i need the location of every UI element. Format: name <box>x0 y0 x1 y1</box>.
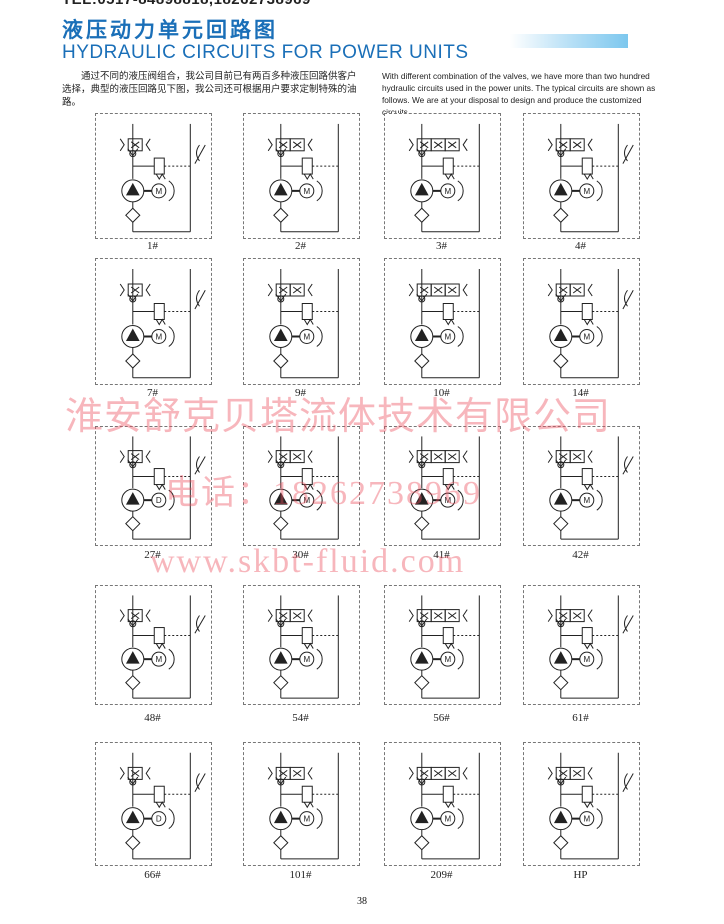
hydraulic-schematic: M <box>408 436 480 540</box>
circuit-diagram-48: M <box>95 585 212 705</box>
hydraulic-schematic: M <box>119 595 206 699</box>
circuit-diagram-30: M <box>243 426 360 546</box>
circuit-label: 30# <box>292 549 309 561</box>
circuit-label: 7# <box>147 387 158 399</box>
hydraulic-schematic: M <box>547 436 634 540</box>
circuit-label: 3# <box>436 240 447 252</box>
hydraulic-schematic: D <box>119 752 206 860</box>
circuit-diagram-hp: M <box>523 742 640 866</box>
tel-line: TEL:0517-84898818,18262738969 <box>62 0 311 8</box>
svg-text:D: D <box>156 496 162 505</box>
hydraulic-schematic: M <box>408 752 480 860</box>
circuit-label: 54# <box>292 712 309 724</box>
svg-text:M: M <box>303 333 310 342</box>
page-title-cn: 液压动力单元回路图 <box>62 18 278 42</box>
circuit-diagram-14: M <box>523 258 640 385</box>
hydraulic-schematic: M <box>547 123 634 233</box>
svg-text:M: M <box>444 333 451 342</box>
intro-text-cn: 通过不同的液压阀组合，我公司目前已有两百多种液压回路供客户选择，典型的液压回路见… <box>62 71 357 108</box>
svg-text:M: M <box>155 187 162 196</box>
svg-text:D: D <box>156 815 162 824</box>
hydraulic-schematic: M <box>547 595 634 699</box>
hydraulic-schematic: M <box>267 436 339 540</box>
hydraulic-schematic: D <box>119 436 206 540</box>
svg-text:M: M <box>444 187 451 196</box>
page-title-en: HYDRAULIC CIRCUITS FOR POWER UNITS <box>62 42 469 63</box>
circuit-diagram-1: M <box>95 113 212 239</box>
hydraulic-schematic: M <box>547 752 634 860</box>
title-accent-bar <box>510 34 628 48</box>
circuit-label: 1# <box>147 240 158 252</box>
circuit-label: HP <box>573 869 588 881</box>
hydraulic-schematic: M <box>119 123 206 233</box>
svg-text:M: M <box>444 655 451 664</box>
circuit-label: 14# <box>572 387 589 399</box>
circuit-label: 42# <box>572 549 589 561</box>
svg-text:M: M <box>444 815 451 824</box>
hydraulic-schematic: M <box>267 123 339 233</box>
circuit-diagram-101: M <box>243 742 360 866</box>
circuit-label: 10# <box>433 387 450 399</box>
circuit-diagram-42: M <box>523 426 640 546</box>
svg-text:M: M <box>155 333 162 342</box>
circuit-diagram-27: D <box>95 426 212 546</box>
svg-text:M: M <box>583 187 590 196</box>
svg-text:M: M <box>583 655 590 664</box>
svg-text:M: M <box>583 496 590 505</box>
circuit-diagram-209: M <box>384 742 501 866</box>
circuit-label: 4# <box>575 240 586 252</box>
circuit-label: 9# <box>295 387 306 399</box>
circuit-label: 41# <box>433 549 450 561</box>
svg-text:M: M <box>583 333 590 342</box>
hydraulic-schematic: M <box>408 269 480 379</box>
svg-text:M: M <box>155 655 162 664</box>
hydraulic-schematic: M <box>119 269 206 379</box>
circuit-diagram-10: M <box>384 258 501 385</box>
svg-text:M: M <box>303 655 310 664</box>
svg-text:M: M <box>583 815 590 824</box>
hydraulic-schematic: M <box>547 269 634 379</box>
circuit-diagram-66: D <box>95 742 212 866</box>
circuit-label: 48# <box>144 712 161 724</box>
circuit-diagram-2: M <box>243 113 360 239</box>
circuit-diagram-41: M <box>384 426 501 546</box>
hydraulic-schematic: M <box>408 595 480 699</box>
circuit-label: 101# <box>289 869 312 881</box>
circuit-label: 66# <box>144 869 161 881</box>
circuit-diagram-54: M <box>243 585 360 705</box>
hydraulic-schematic: M <box>267 752 339 860</box>
circuit-label: 2# <box>295 240 306 252</box>
hydraulic-schematic: M <box>267 269 339 379</box>
hydraulic-schematic: M <box>408 123 480 233</box>
circuit-label: 27# <box>144 549 161 561</box>
hydraulic-schematic: M <box>267 595 339 699</box>
svg-text:M: M <box>303 815 310 824</box>
svg-text:M: M <box>303 496 310 505</box>
circuit-diagram-56: M <box>384 585 501 705</box>
circuit-diagram-3: M <box>384 113 501 239</box>
circuit-label: 61# <box>572 712 589 724</box>
page-number: 38 <box>357 896 367 907</box>
circuit-diagram-9: M <box>243 258 360 385</box>
circuit-label: 209# <box>430 869 453 881</box>
circuit-label: 56# <box>433 712 450 724</box>
circuit-diagram-7: M <box>95 258 212 385</box>
svg-text:M: M <box>444 496 451 505</box>
svg-text:M: M <box>303 187 310 196</box>
intro-text-en: With different combination of the valves… <box>382 71 656 117</box>
circuit-diagram-61: M <box>523 585 640 705</box>
circuit-diagram-4: M <box>523 113 640 239</box>
